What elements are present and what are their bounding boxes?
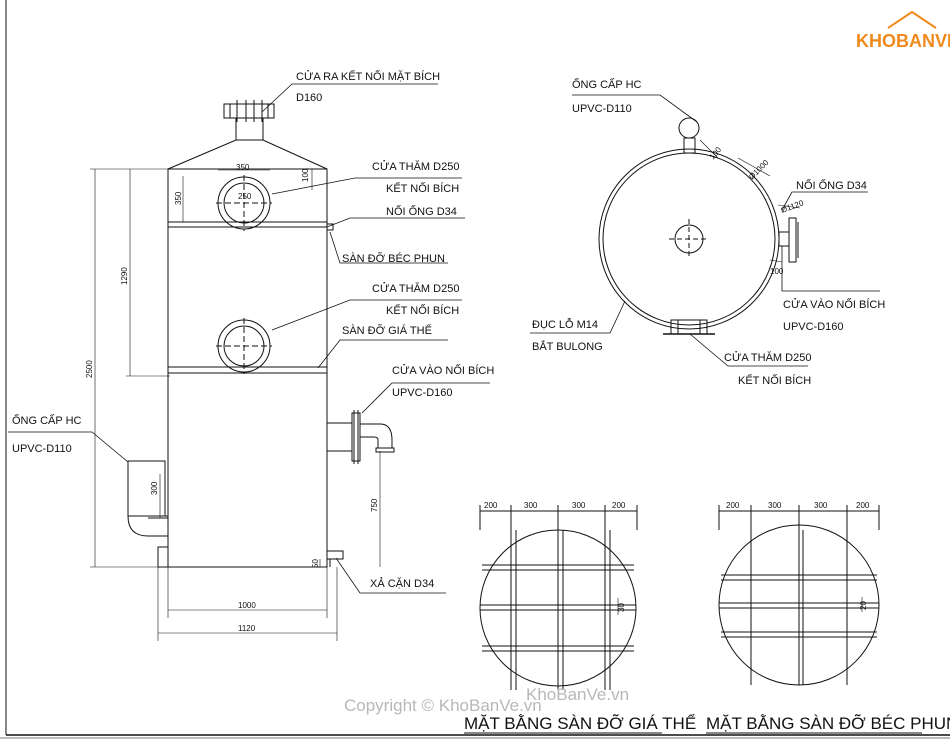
label-manhole-upper-conn: KẾT NỐI BÍCH bbox=[386, 181, 459, 195]
label-feed-size: UPVC-D110 bbox=[12, 443, 72, 455]
plan-dim-1120: Ø1120 bbox=[780, 198, 806, 215]
label-outlet-size: D160 bbox=[296, 92, 322, 104]
dim-250: 250 bbox=[238, 192, 252, 201]
plan-view bbox=[530, 94, 880, 367]
manhole-upper bbox=[216, 175, 272, 231]
outlet-nozzle bbox=[235, 117, 264, 141]
packing-dim-2: 300 bbox=[524, 501, 538, 510]
dim-2500: 2500 bbox=[85, 360, 94, 378]
plan-label-feed-size: UPVC-D110 bbox=[572, 103, 632, 115]
nozzle-dim-2: 300 bbox=[768, 501, 782, 510]
dim-300: 300 bbox=[150, 481, 159, 495]
plan-label-feed-pipe: ỐNG CẤP HC bbox=[572, 77, 642, 91]
dim-1290: 1290 bbox=[120, 267, 129, 285]
label-inlet-flange: CỬA VÀO NỐI BÍCH bbox=[392, 363, 494, 377]
dim-350-width: 350 bbox=[236, 163, 250, 172]
dim-50: 50 bbox=[311, 559, 320, 568]
nozzle-dim-1: 200 bbox=[726, 501, 740, 510]
packing-dim-30: 30 bbox=[617, 603, 626, 612]
dim-1120: 1120 bbox=[238, 624, 256, 633]
brand-logo: KHOBANVE bbox=[856, 10, 950, 51]
plan-label-inlet-size: UPVC-D160 bbox=[783, 321, 844, 333]
plan-label-bolt2: BẮT BULONG bbox=[532, 340, 603, 353]
plan-label-pipe-d34: NỐI ỐNG D34 bbox=[796, 178, 867, 192]
nozzle-dim-4: 200 bbox=[856, 501, 870, 510]
packing-dim-3: 300 bbox=[572, 501, 586, 510]
feed-pipe-elevation bbox=[127, 460, 169, 537]
label-manhole-upper: CỬA THĂM D250 bbox=[372, 160, 459, 173]
brand-logo-text: KHOBANVE bbox=[856, 31, 950, 51]
dim-350-height: 350 bbox=[174, 191, 183, 205]
plan-dim-1000: Ø1000 bbox=[747, 158, 771, 182]
plan-label-bolt: ĐỤC LỖ M14 bbox=[532, 318, 598, 331]
label-inlet-size: UPVC-D160 bbox=[392, 387, 453, 399]
outlet-flange bbox=[223, 103, 275, 119]
nozzle-dim-20: 20 bbox=[859, 601, 868, 610]
label-drain: XẢ CẶN D34 bbox=[370, 577, 434, 590]
nozzle-plan-title: MẶT BẰNG SÀN ĐỠ BÉC PHUN bbox=[706, 714, 950, 733]
packing-floor-plan bbox=[479, 505, 638, 690]
manhole-lower bbox=[216, 318, 272, 374]
packing-dim-1: 200 bbox=[484, 501, 498, 510]
plan-label-inlet: CỬA VÀO NỐI BÍCH bbox=[783, 297, 885, 311]
label-packing-floor: SÀN ĐỠ GIÁ THỂ bbox=[342, 324, 432, 337]
label-manhole-lower-conn: KẾT NỐI BÍCH bbox=[386, 303, 459, 317]
plan-label-manhole: CỬA THĂM D250 bbox=[724, 351, 811, 364]
nozzle-dim-3: 300 bbox=[814, 501, 828, 510]
label-outlet-flange: CỬA RA KẾT NỐI MẶT BÍCH bbox=[296, 69, 440, 83]
dim-100: 100 bbox=[301, 168, 310, 182]
label-feed-pipe: ỐNG CẤP HC bbox=[12, 413, 82, 427]
label-pipe-d34: NỐI ỐNG D34 bbox=[386, 204, 457, 218]
elevation-view bbox=[8, 83, 490, 641]
elevation-leaders bbox=[8, 83, 490, 594]
packing-dim-4: 200 bbox=[612, 501, 626, 510]
watermark-text-2: KhoBanVe.vn bbox=[526, 685, 629, 704]
dim-1000: 1000 bbox=[238, 601, 256, 610]
plan-inlet-flange bbox=[788, 217, 797, 263]
label-nozzle-floor: SÀN ĐỠ BÉC PHUN bbox=[342, 252, 445, 265]
plan-manhole bbox=[670, 319, 708, 335]
nozzle-floor-plan bbox=[718, 505, 880, 686]
plan-leaders bbox=[530, 94, 880, 367]
inlet-flange bbox=[326, 410, 395, 464]
elevation-dimensions bbox=[90, 168, 381, 641]
packing-plan-title: MẶT BẰNG SÀN ĐỠ GIÁ THỂ bbox=[464, 714, 696, 733]
plan-label-manhole-conn: KẾT NỐI BÍCH bbox=[738, 373, 811, 387]
plan-dim-100b: 100 bbox=[770, 267, 784, 276]
watermark-text: Copyright © KhoBanVe.vn bbox=[344, 696, 542, 715]
dim-750: 750 bbox=[370, 498, 379, 512]
label-manhole-lower: CỬA THĂM D250 bbox=[372, 282, 459, 295]
plan-dimensions bbox=[699, 139, 801, 263]
tower-shell bbox=[167, 168, 328, 568]
